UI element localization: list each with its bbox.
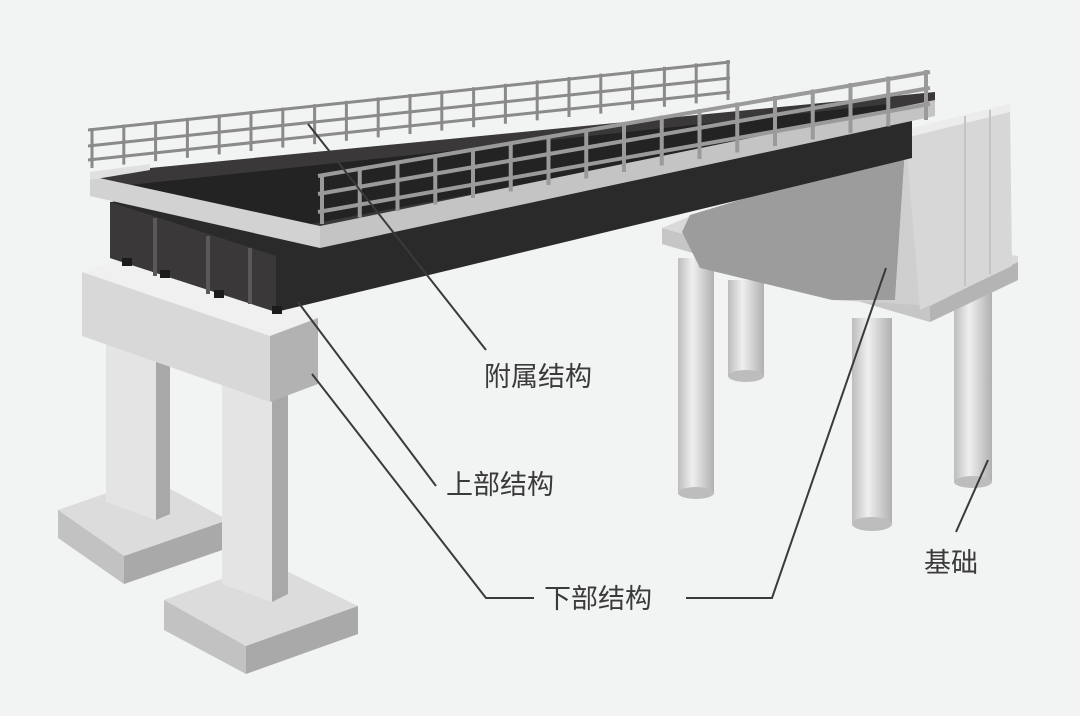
right-abutment [662, 104, 1018, 322]
label-superstructure: 上部结构 [446, 470, 554, 501]
back-railing [87, 60, 731, 168]
left-pier-columns [106, 320, 288, 602]
left-pier-cap [82, 256, 318, 402]
leader-substructure-right [686, 267, 887, 599]
front-railing [317, 70, 931, 224]
foundation-piles [678, 258, 992, 531]
leader-lines [297, 123, 989, 599]
label-foundation: 基础 [924, 548, 978, 579]
leader-accessory [307, 123, 487, 351]
left-pier-footings [58, 478, 358, 674]
leader-substructure-left [311, 373, 534, 599]
label-substructure: 下部结构 [544, 584, 652, 615]
label-accessory-structure: 附属结构 [484, 362, 592, 393]
leader-foundation [955, 459, 989, 533]
leader-superstructure [297, 301, 437, 487]
superstructure-girders [110, 118, 912, 314]
